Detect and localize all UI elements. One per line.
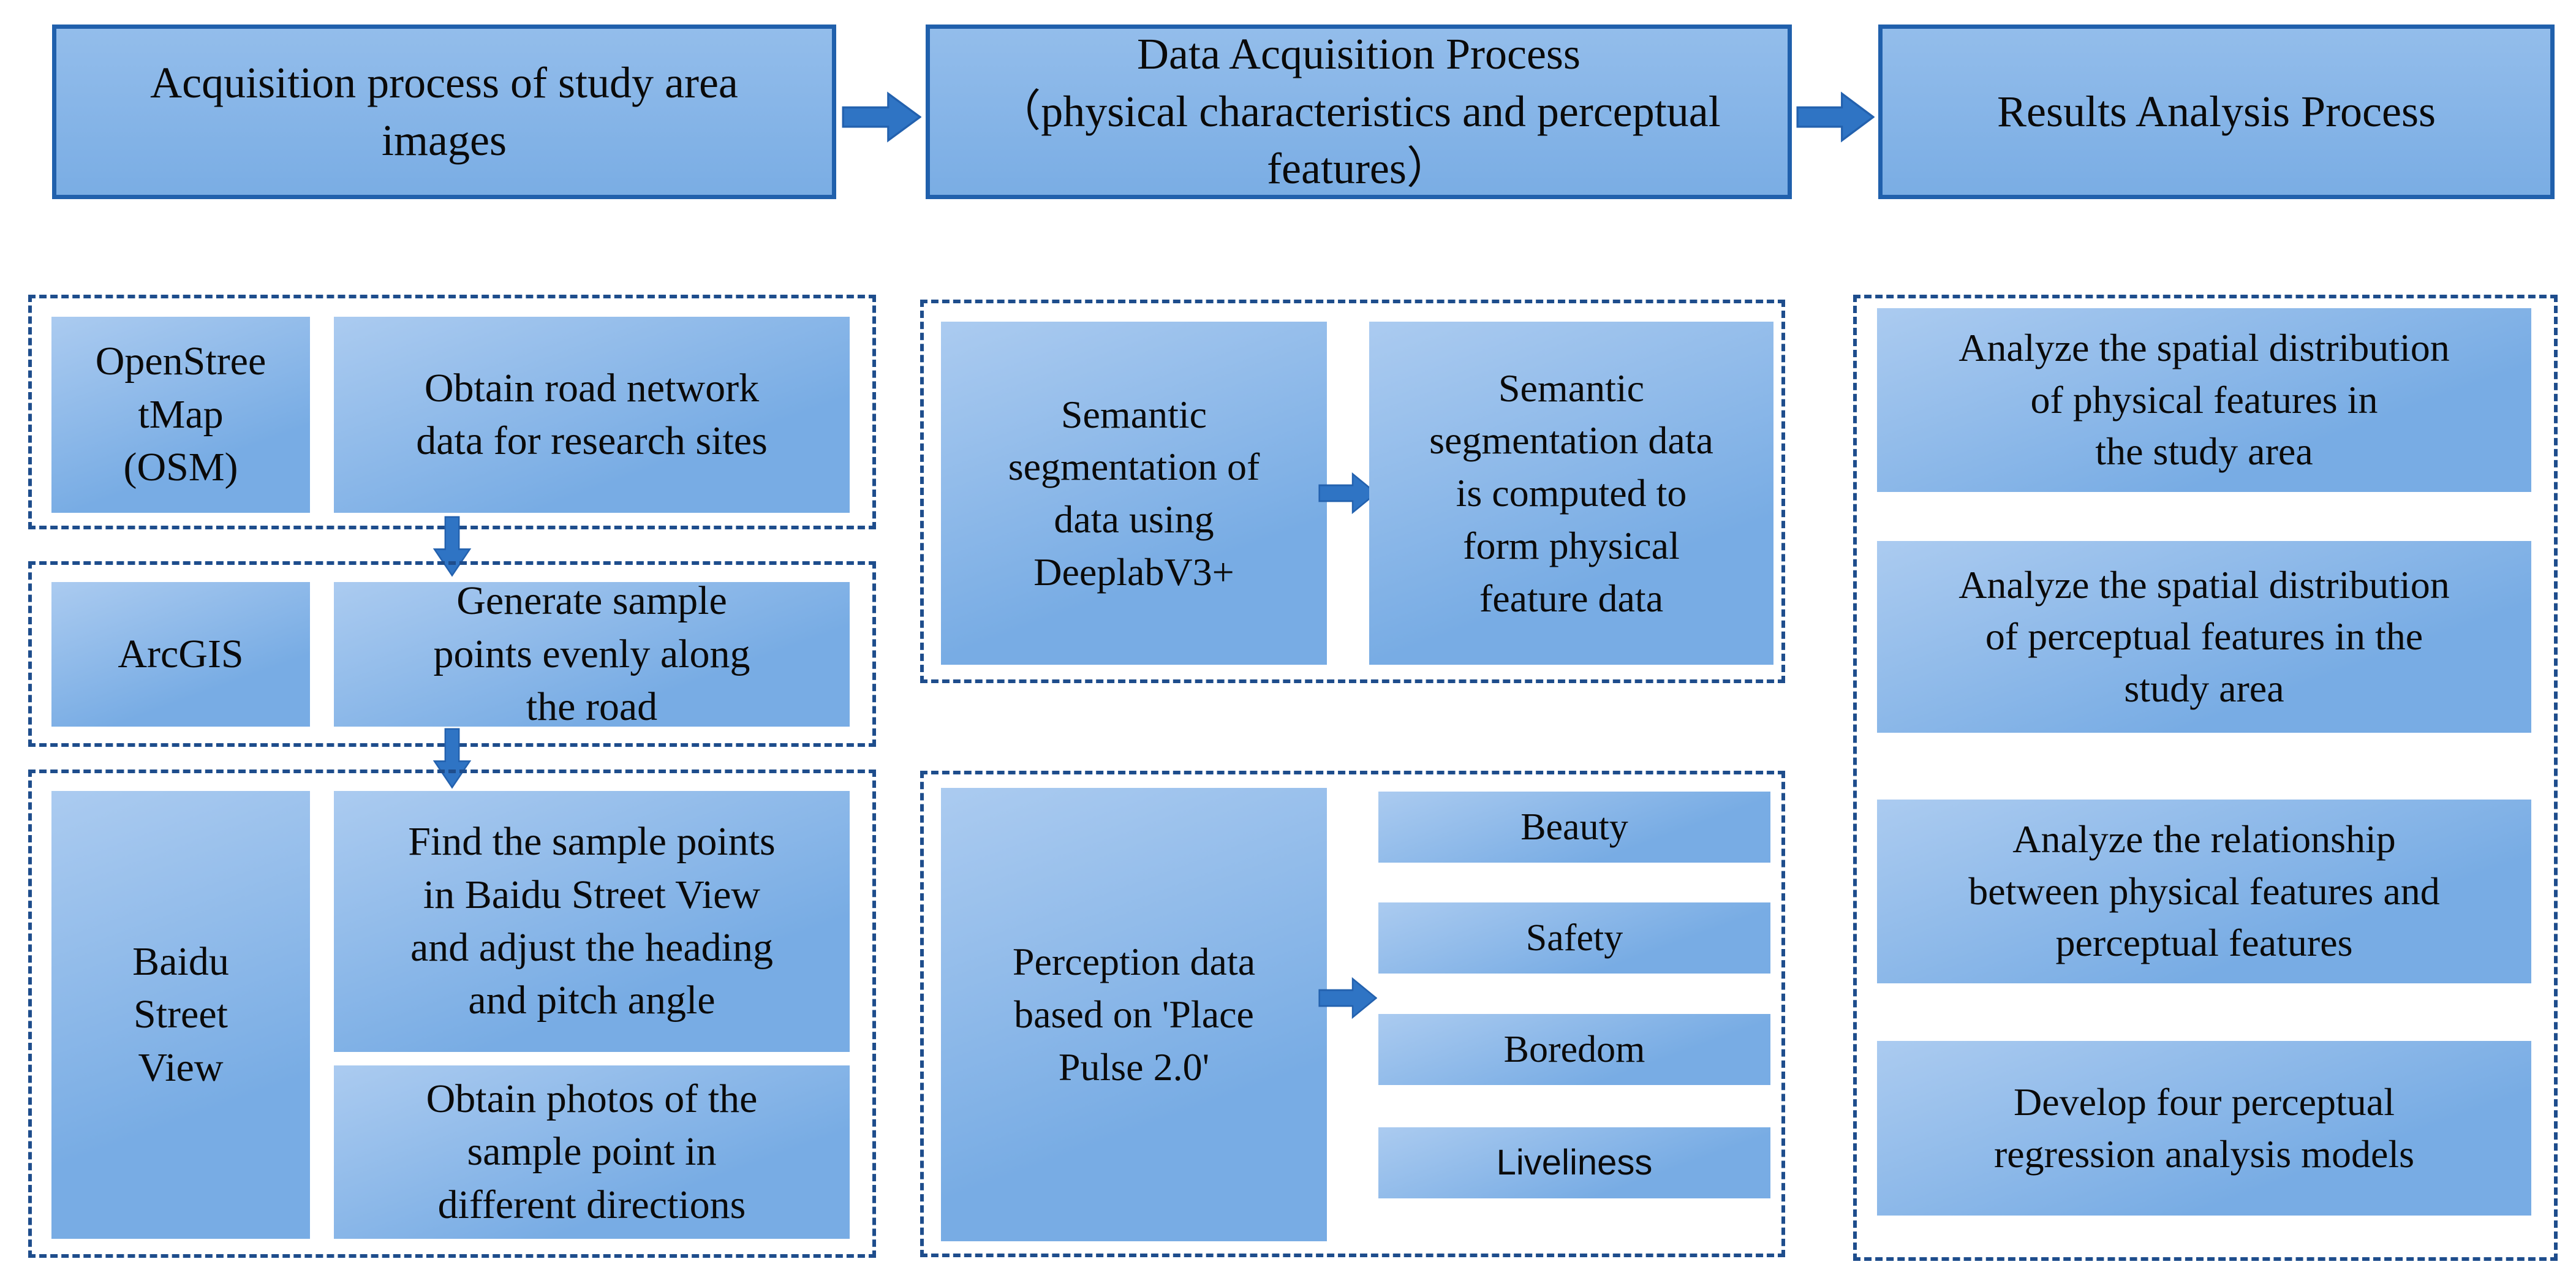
arrow-right-icon [842, 89, 921, 145]
box-analyze-relationship: Analyze the relationship between physica… [1877, 800, 2531, 983]
header-box-image-acquisition: Acquisition process of study area images [52, 25, 836, 199]
tool-box-arcgis: ArcGIS [51, 582, 310, 727]
step-box-generate-sample-points: Generate sample points evenly along the … [334, 578, 850, 729]
box-perception-boredom: Boredom [1378, 1014, 1770, 1085]
tool-box-openstreetmap: OpenStree tMap (OSM) [51, 317, 310, 513]
box-semantic-segmentation-result: Semantic segmentation data is computed t… [1369, 322, 1773, 665]
box-perception-liveliness: Liveliness [1378, 1127, 1770, 1198]
box-perception-data-source: Perception data based on 'Place Pulse 2.… [941, 788, 1327, 1241]
box-analyze-perceptual-distribution: Analyze the spatial distribution of perc… [1877, 541, 2531, 733]
group-baidu-street-view [28, 770, 876, 1258]
arrow-right-icon [1796, 89, 1875, 145]
box-develop-regression-models: Develop four perceptual regression analy… [1877, 1041, 2531, 1216]
header-box-data-acquisition: Data Acquisition Process （physical chara… [926, 25, 1792, 199]
group-results-analysis [1853, 295, 2558, 1261]
box-perception-beauty: Beauty [1378, 792, 1770, 863]
group-perception-data [920, 771, 1785, 1257]
group-semantic-segmentation [920, 300, 1785, 683]
step-box-obtain-photos: Obtain photos of the sample point in dif… [334, 1065, 850, 1239]
tool-box-baidu-street-view: Baidu Street View [51, 791, 310, 1239]
box-perception-safety: Safety [1378, 902, 1770, 974]
arrow-right-icon [1318, 471, 1377, 516]
header-box-results-analysis: Results Analysis Process [1878, 25, 2555, 199]
box-semantic-segmentation-source: Semantic segmentation of data using Deep… [941, 322, 1327, 665]
box-analyze-physical-distribution: Analyze the spatial distribution of phys… [1877, 308, 2531, 492]
step-box-obtain-road-network: Obtain road network data for research si… [334, 317, 850, 513]
step-box-find-sample-points: Find the sample points in Baidu Street V… [334, 791, 850, 1052]
arrow-right-icon [1318, 975, 1377, 1021]
